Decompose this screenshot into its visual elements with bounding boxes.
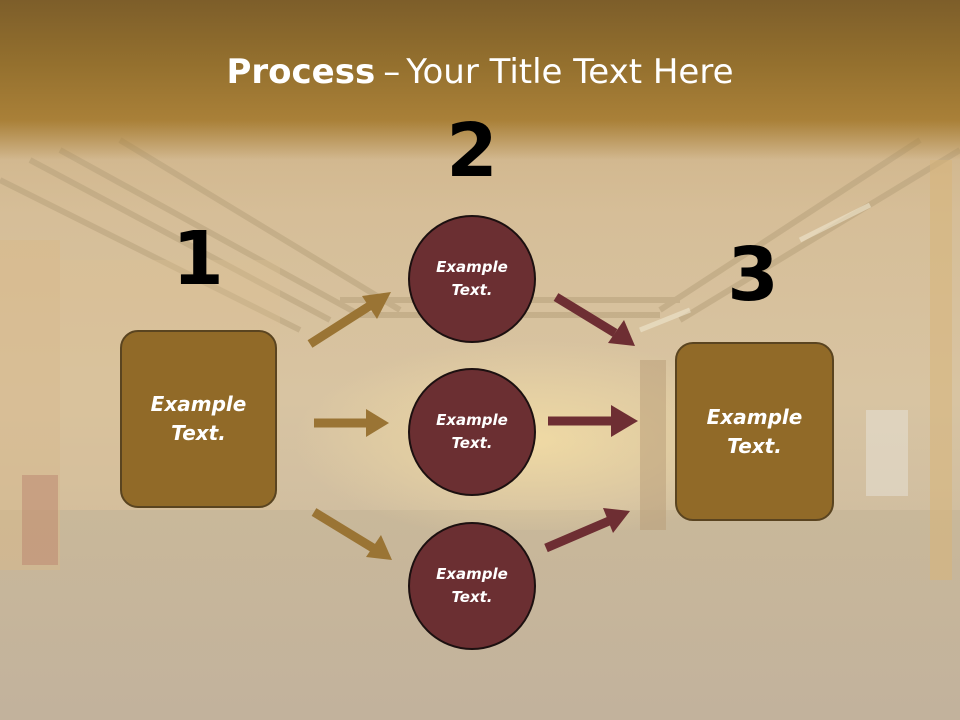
step-number-1: 1	[172, 216, 224, 302]
slide-title: Process–Your Title Text Here	[0, 52, 960, 92]
step-number-2: 2	[446, 108, 498, 194]
title-dash: –	[383, 52, 401, 92]
step-2-circle-middle: Example Text.	[408, 368, 536, 496]
circle-top-label: Example Text.	[436, 258, 508, 299]
step-2-circle-top: Example Text.	[408, 215, 536, 343]
step-3-box-label: Example Text.	[706, 404, 803, 458]
step-2-circle-bottom: Example Text.	[408, 522, 536, 650]
circle-bottom-label: Example Text.	[436, 565, 508, 606]
step-number-3: 3	[727, 232, 779, 318]
title-strong: Process	[226, 52, 376, 92]
step-1-box: Example Text.	[120, 330, 277, 508]
title-rest: Your Title Text Here	[406, 52, 734, 92]
step-3-box: Example Text.	[675, 342, 834, 521]
title-bar	[0, 0, 960, 160]
step-1-box-label: Example Text.	[150, 392, 247, 445]
circle-middle-label: Example Text.	[436, 411, 508, 452]
